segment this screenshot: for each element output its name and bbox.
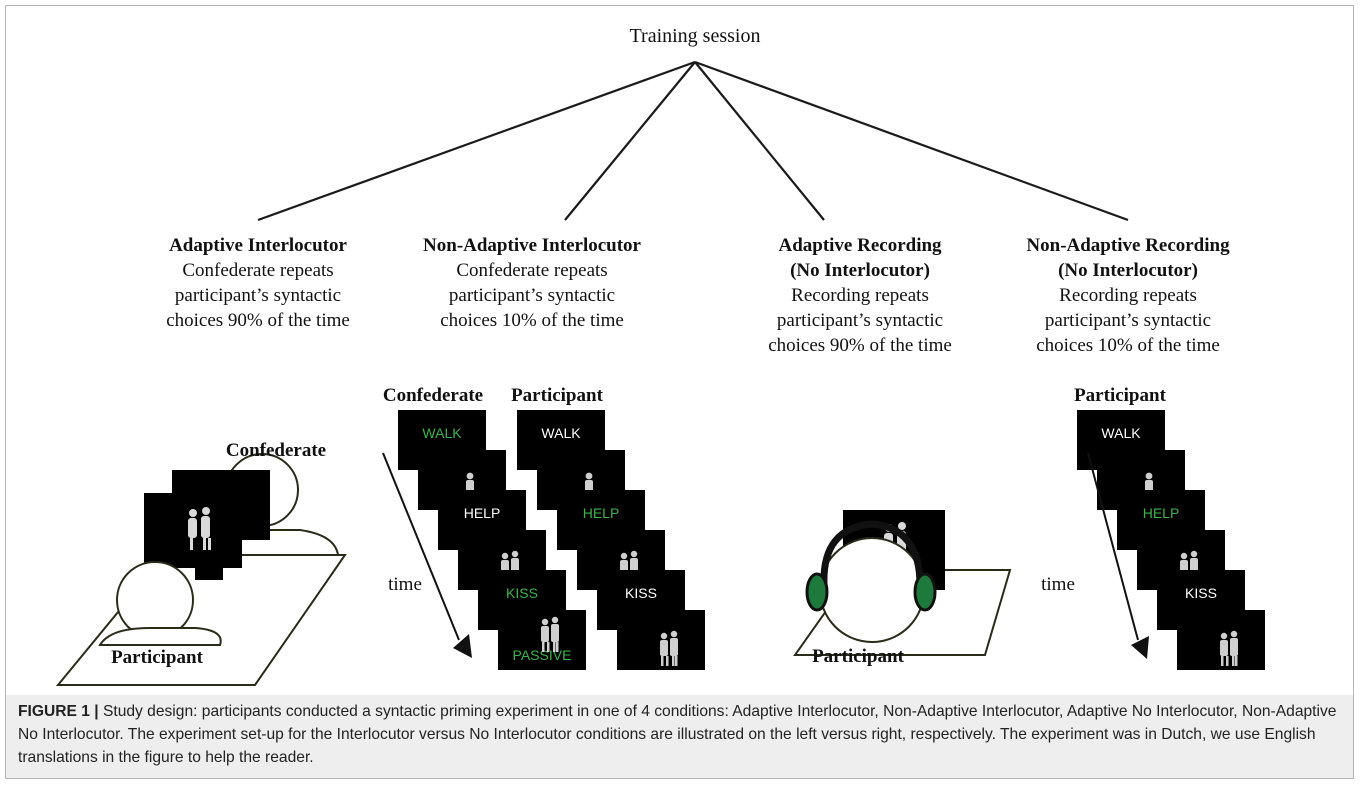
condition-description: participant’s syntactic xyxy=(449,285,615,306)
condition-description: Confederate repeats xyxy=(182,260,333,281)
condition-non-adaptive-recording: Non-Adaptive Recording (No Interlocutor)… xyxy=(1026,235,1230,356)
card-word: WALK xyxy=(1101,425,1141,441)
confederate-label: Confederate xyxy=(226,440,326,461)
confederate-card-stack: WALK HELP KISS PASSIVE xyxy=(398,410,586,670)
condition-description: participant’s syntactic xyxy=(777,310,943,331)
card-word: HELP xyxy=(464,505,501,521)
participant-label: Participant xyxy=(812,646,904,667)
condition-description: Recording repeats xyxy=(1059,285,1197,306)
condition-description: participant’s syntactic xyxy=(175,285,341,306)
card-word: WALK xyxy=(422,425,462,441)
card-word: HELP xyxy=(1143,505,1180,521)
tree-line-2 xyxy=(564,61,696,221)
tree-line-4 xyxy=(694,60,1129,222)
condition-description: choices 10% of the time xyxy=(440,310,624,331)
column-label-participant-right: Participant xyxy=(1074,385,1166,406)
caption-text: Study design: participants conducted a s… xyxy=(18,703,1337,766)
root-label: Training session xyxy=(630,25,761,47)
condition-description: Confederate repeats xyxy=(456,260,607,281)
condition-title: (No Interlocutor) xyxy=(1058,260,1198,281)
tree-line-3 xyxy=(694,61,825,221)
column-label-participant: Participant xyxy=(511,385,603,406)
condition-title: (No Interlocutor) xyxy=(790,260,930,281)
figure-caption: FIGURE 1 | Study design: participants co… xyxy=(18,700,1343,769)
headphone-left-icon xyxy=(805,572,829,612)
card-word: KISS xyxy=(625,585,657,601)
recording-participant-card-stack: WALK HELP KISS xyxy=(1077,410,1265,670)
participant-shoulders xyxy=(98,627,222,646)
headphone-band xyxy=(820,520,924,586)
stimulus-card xyxy=(617,610,705,670)
condition-title: Adaptive Interlocutor xyxy=(169,235,347,256)
interlocutor-scene: Confederate Participant xyxy=(55,440,347,686)
time-label-left: time xyxy=(388,574,422,595)
participant-head xyxy=(819,537,925,643)
caption-label: FIGURE 1 | xyxy=(18,703,99,720)
participant-head xyxy=(116,561,194,639)
condition-non-adaptive-interlocutor: Non-Adaptive Interlocutor Confederate re… xyxy=(423,235,642,331)
condition-description: choices 90% of the time xyxy=(768,335,952,356)
headphone-right-icon xyxy=(913,572,937,612)
time-arrow-left xyxy=(382,452,472,658)
participant-card-stack: WALK HELP KISS xyxy=(517,410,705,670)
screen-stand xyxy=(195,568,223,580)
screen-figure xyxy=(188,507,211,550)
condition-description: choices 10% of the time xyxy=(1036,335,1220,356)
stimulus-card xyxy=(1177,610,1265,670)
card-word: WALK xyxy=(541,425,581,441)
recording-scene: Participant xyxy=(793,510,1012,667)
condition-title: Adaptive Recording xyxy=(778,235,942,256)
condition-description: participant’s syntactic xyxy=(1045,310,1211,331)
time-label-right: time xyxy=(1041,574,1075,595)
tree-lines xyxy=(257,60,1129,222)
condition-adaptive-recording: Adaptive Recording (No Interlocutor) Rec… xyxy=(768,235,952,356)
stimulus-card: PASSIVE xyxy=(498,610,586,670)
card-word: HELP xyxy=(583,505,620,521)
study-design-diagram: Training session Adaptive Interlocutor C… xyxy=(55,25,1265,686)
card-word: KISS xyxy=(506,585,538,601)
participant-label: Participant xyxy=(111,647,203,668)
card-word: KISS xyxy=(1185,585,1217,601)
condition-title: Non-Adaptive Recording xyxy=(1026,235,1230,256)
time-arrow-right xyxy=(1087,452,1149,659)
condition-adaptive-interlocutor: Adaptive Interlocutor Confederate repeat… xyxy=(166,235,350,331)
condition-title: Non-Adaptive Interlocutor xyxy=(423,235,642,256)
caption-background xyxy=(6,695,1353,778)
column-label-confederate: Confederate xyxy=(383,385,483,406)
condition-description: choices 90% of the time xyxy=(166,310,350,331)
condition-description: Recording repeats xyxy=(791,285,929,306)
tree-line-1 xyxy=(257,60,696,222)
